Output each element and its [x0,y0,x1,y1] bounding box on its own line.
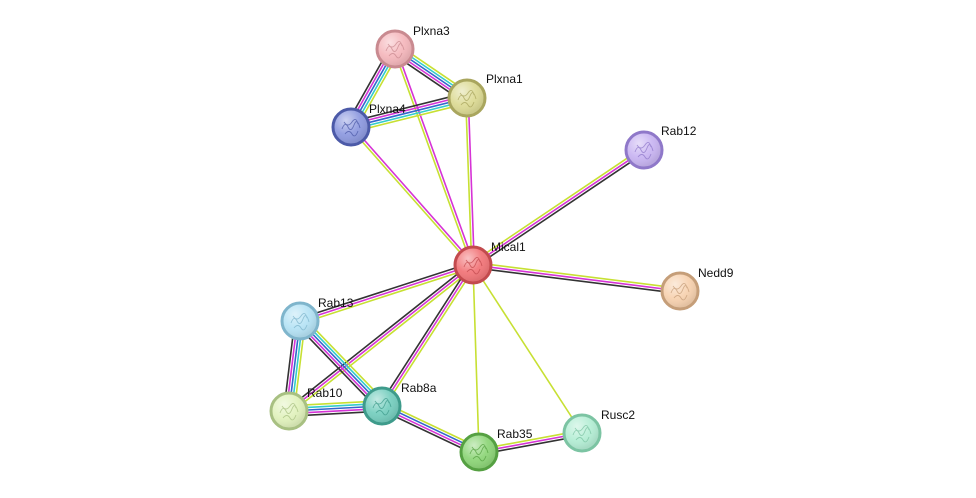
node-rab10[interactable]: Rab10 [269,386,343,431]
edge-mical1-plxna1[interactable] [464,97,476,266]
protein-structure-icon [463,257,483,275]
edge-mical1-rab10[interactable] [286,262,476,414]
edge-evidence-line [383,265,476,408]
edge-evidence-line [297,322,381,409]
node-plxna3[interactable]: Plxna3 [375,24,450,69]
node-highlight [663,274,697,308]
node-rab12[interactable]: Rab12 [624,124,697,170]
node-label: Plxna1 [486,72,523,86]
node-rab8a[interactable]: Rab8a [362,381,437,426]
edge-mical1-rab35[interactable] [472,264,480,453]
edge-evidence-line [300,266,475,325]
edge-evidence-line [472,149,645,266]
edge-evidence-line [464,98,473,266]
node-highlight [272,394,306,428]
protein-structure-icon [457,90,477,108]
node-highlight [456,248,490,282]
node-label: Mical1 [491,240,526,254]
edge-evidence-line [303,316,387,403]
edge-evidence-line [295,324,379,411]
node-label: Rab13 [318,296,354,310]
edge-evidence-line [395,48,475,265]
edge-evidence-line [471,147,643,264]
edge-evidence-line [301,318,385,405]
node-label: Nedd9 [698,266,734,280]
edge-evidence-line [473,261,681,290]
node-highlight [450,81,484,115]
edge-mical1-plxna3[interactable] [393,48,475,266]
edge-evidence-line [290,266,476,414]
nodes-layer: Mical1 Plxna3Plxna1Plxna4Rab12Nedd9Rab13R… [269,24,734,472]
protein-structure-icon [469,444,489,462]
node-label: Rusc2 [601,408,635,422]
node-nedd9[interactable]: Nedd9 [660,266,734,311]
node-label: Rab8a [401,381,437,395]
edge-mical1-rab13[interactable] [298,261,475,325]
edge-evidence-line [472,264,480,453]
edge-mical1-rusc2[interactable] [472,264,583,434]
edge-plxna1-plxna4[interactable] [349,92,469,133]
edge-evidence-line [393,49,473,266]
protein-structure-icon [290,313,310,331]
edge-evidence-line [350,97,468,128]
edge-evidence-line [350,94,467,126]
node-rusc2[interactable]: Rusc2 [562,408,635,453]
protein-structure-icon [372,398,392,416]
edge-evidence-line [467,97,476,265]
protein-structure-icon [385,41,405,59]
node-highlight [462,435,496,469]
node-highlight [365,389,399,423]
protein-structure-icon [670,283,690,301]
node-label: Rab12 [661,124,697,138]
edge-rab13-rab8a[interactable] [295,316,387,411]
edge-evidence-line [288,264,474,412]
edge-evidence-line [381,264,474,407]
node-highlight [283,304,317,338]
node-highlight [565,416,599,450]
node-label: Rab10 [307,386,343,400]
node-label: Rab35 [497,427,533,441]
edge-evidence-line [349,92,466,123]
node-rab35[interactable]: Rab35 [459,427,533,472]
edge-evidence-line [472,266,680,295]
node-highlight [627,133,661,167]
node-highlight [334,110,368,144]
edge-evidence-line [351,125,475,265]
edge-evidence-line [352,102,469,133]
node-rab13[interactable]: Rab13 [280,296,354,341]
edge-mical1-rab8a[interactable] [379,263,476,408]
edge-mical1-nedd9[interactable] [472,261,681,295]
protein-structure-icon [634,142,654,160]
node-highlight [378,32,412,66]
edge-evidence-line [474,151,646,268]
protein-structure-icon [279,403,299,421]
edge-evidence-line [379,263,472,406]
node-label: Plxna4 [369,102,406,116]
edge-evidence-line [351,99,468,131]
edge-evidence-line [472,264,681,292]
edge-evidence-line [299,320,383,407]
protein-structure-icon [341,119,361,137]
edge-evidence-line [349,127,473,267]
edge-evidence-line [299,264,474,322]
edge-evidence-line [472,264,583,434]
node-mical1[interactable]: Mical1 [453,240,526,285]
node-plxna4[interactable]: Plxna4 [331,102,406,147]
node-label: Plxna3 [413,24,450,38]
edge-mical1-plxna4[interactable] [349,125,475,267]
edge-mical1-rab12[interactable] [471,147,646,268]
edge-evidence-line [286,262,472,410]
protein-structure-icon [572,425,592,443]
edge-evidence-line [298,261,473,320]
node-plxna1[interactable]: Plxna1 [447,72,523,118]
